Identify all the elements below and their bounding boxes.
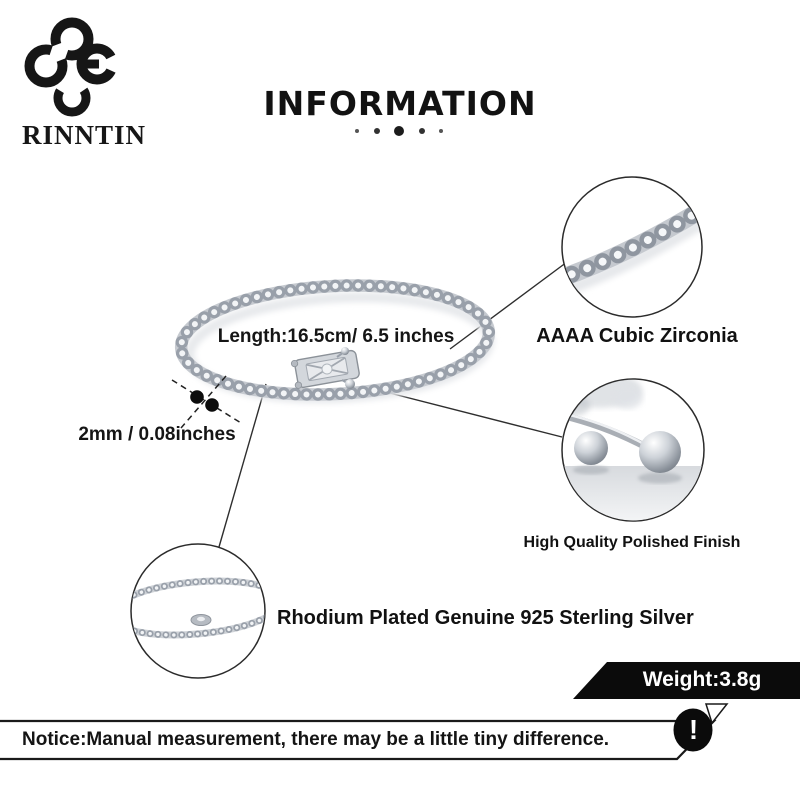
page-title: INFORMATION	[263, 83, 537, 123]
length-label: Length:16.5cm/ 6.5 inches	[217, 326, 455, 347]
divider-dot	[439, 129, 443, 133]
brand-logo-icon	[24, 17, 118, 117]
divider-dot	[418, 128, 425, 134]
notice-ribbon	[0, 719, 717, 761]
divider-dot	[355, 129, 359, 133]
callout-line-silver	[218, 383, 267, 548]
clasp-illustration	[290, 349, 360, 389]
bracelet-illustration	[174, 279, 496, 404]
feature-label-polish: High Quality Polished Finish	[523, 534, 741, 551]
width-marker	[171, 375, 242, 429]
feature-label-silver: Rhodium Plated Genuine 925 Sterling Silv…	[277, 606, 694, 629]
divider-dot	[373, 128, 380, 134]
feature-label-zirconia: AAAA Cubic Zirconia	[536, 324, 738, 347]
notice-text: Notice:Manual measurement, there may be …	[22, 729, 610, 750]
notice-ribbon-fold	[704, 703, 729, 725]
divider-dot	[394, 126, 404, 136]
zoom-circle-polish	[561, 378, 705, 522]
zoom-circle-stones	[561, 176, 703, 318]
width-label: 2mm / 0.08inches	[78, 424, 236, 445]
callout-line-zirconia	[449, 261, 568, 350]
exclamation-icon	[673, 708, 713, 752]
exclamation-glyph: !	[688, 714, 699, 745]
zoom-circle-bracelet	[130, 543, 266, 679]
weight-banner	[573, 662, 800, 699]
weight-label: Weight:3.8g	[642, 668, 762, 691]
brand-name: RINNTIN	[21, 119, 147, 150]
title-divider-dots	[355, 122, 443, 140]
